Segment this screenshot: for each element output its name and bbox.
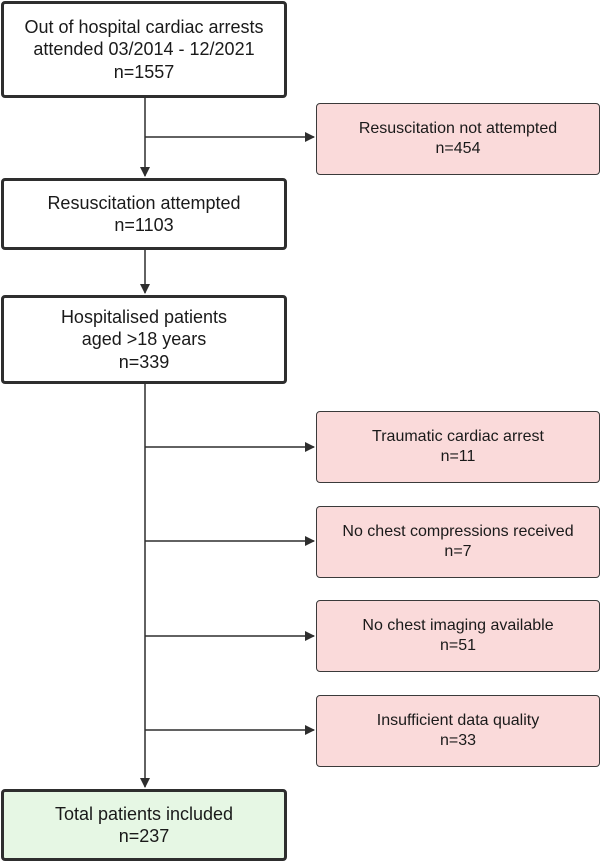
exclusion-box-traumatic: Traumatic cardiac arrest n=11	[316, 411, 600, 483]
start-box-line1: Out of hospital cardiac arrests	[24, 16, 264, 37]
exclusion-count: n=11	[440, 448, 476, 465]
hospitalised-line1: Hospitalised patients	[60, 306, 228, 327]
exclusion-box-no-imaging: No chest imaging available n=51	[316, 600, 600, 672]
start-box: Out of hospital cardiac arrests attended…	[1, 1, 287, 98]
exclusion-label: Insufficient data quality	[376, 712, 540, 729]
exclusion-box-data-quality: Insufficient data quality n=33	[316, 695, 600, 767]
exclusion-count: n=51	[439, 637, 477, 654]
not-attempted-count: n=454	[435, 140, 481, 157]
total-included-box: Total patients included n=237	[1, 789, 287, 861]
not-attempted-box: Resuscitation not attempted n=454	[316, 103, 600, 175]
start-box-count: n=1557	[113, 61, 175, 82]
hospitalised-line2: aged >18 years	[81, 329, 207, 350]
hospitalised-count: n=339	[118, 351, 170, 372]
total-included-count: n=237	[118, 826, 170, 846]
exclusion-box-no-compressions: No chest compressions received n=7	[316, 506, 600, 578]
attempted-box: Resuscitation attempted n=1103	[1, 178, 287, 250]
not-attempted-label: Resuscitation not attempted	[358, 120, 558, 137]
exclusion-label: No chest compressions received	[342, 523, 574, 540]
exclusion-count: n=33	[439, 732, 477, 749]
attempted-count: n=1103	[114, 215, 174, 235]
hospitalised-box: Hospitalised patients aged >18 years n=3…	[1, 295, 287, 384]
attempted-label: Resuscitation attempted	[47, 192, 241, 213]
start-box-line2: attended 03/2014 - 12/2021	[33, 39, 255, 60]
exclusion-count: n=7	[444, 543, 472, 560]
exclusion-label: Traumatic cardiac arrest	[372, 428, 544, 445]
total-included-label: Total patients included	[54, 803, 234, 824]
exclusion-label: No chest imaging available	[362, 617, 554, 634]
